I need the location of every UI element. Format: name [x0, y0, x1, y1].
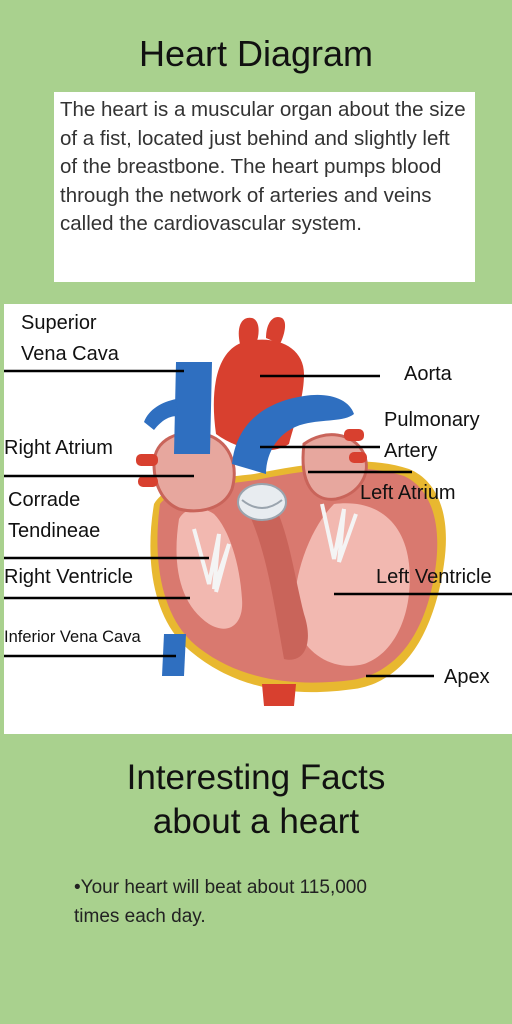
label-pulmonary-artery-line2: Artery	[384, 440, 438, 462]
label-left-atrium: Left Atrium	[360, 482, 456, 504]
aorta-branch	[266, 316, 286, 344]
page-title: Heart Diagram	[138, 33, 374, 74]
pulmonary-vein	[344, 429, 364, 441]
vena-cava-branch	[144, 399, 178, 430]
left-atrium-chamber	[301, 433, 368, 501]
pointer-lines	[4, 369, 512, 678]
label-aorta: Aorta	[404, 363, 452, 385]
aortic-valve	[237, 483, 287, 521]
label-corrade-tendineae-line1: Corrade	[8, 489, 81, 511]
septum	[244, 504, 308, 660]
label-right-ventricle: Right Ventricle	[4, 566, 133, 588]
pulmonary-vein	[138, 476, 158, 487]
pulmonary-artery-vessel	[232, 394, 354, 474]
facts-title-line2: about a heart	[152, 802, 360, 841]
label-right-atrium: Right Atrium	[4, 437, 113, 459]
pulmonary-vein	[136, 454, 158, 466]
chordae-tendineae-right	[192, 528, 231, 593]
descending-aorta	[262, 684, 296, 706]
left-ventricle-chamber	[294, 503, 410, 666]
label-superior-vena-cava-line1: Superior	[21, 312, 97, 334]
label-corrade-tendineae-line2: Tendineae	[8, 520, 101, 542]
fact-item: •Your heart will beat about 115,000 time…	[74, 877, 367, 927]
facts-title: Interesting Facts about a heart	[0, 756, 512, 844]
superior-vena-cava-vessel	[174, 362, 212, 454]
label-inferior-vena-cava: Inferior Vena Cava	[4, 628, 141, 646]
pulmonary-vein	[349, 452, 367, 463]
label-pulmonary-artery-line1: Pulmonary	[384, 409, 480, 431]
heart-illustration	[4, 316, 512, 706]
label-superior-vena-cava-line2: Vena Cava	[21, 343, 119, 365]
chordae-tendineae-left	[320, 503, 358, 563]
aortic-valve-cusps	[241, 499, 283, 509]
aorta-branch	[238, 317, 259, 344]
right-ventricle-chamber	[176, 508, 243, 629]
label-left-ventricle: Left Ventricle	[376, 566, 492, 588]
intro-text-box: The heart is a muscular organ about the …	[54, 92, 475, 282]
label-apex: Apex	[444, 666, 490, 688]
heart-diagram: Superior Vena Cava Aorta Pulmonary Arter…	[4, 304, 512, 734]
facts-title-line1: Interesting Facts	[126, 758, 386, 797]
